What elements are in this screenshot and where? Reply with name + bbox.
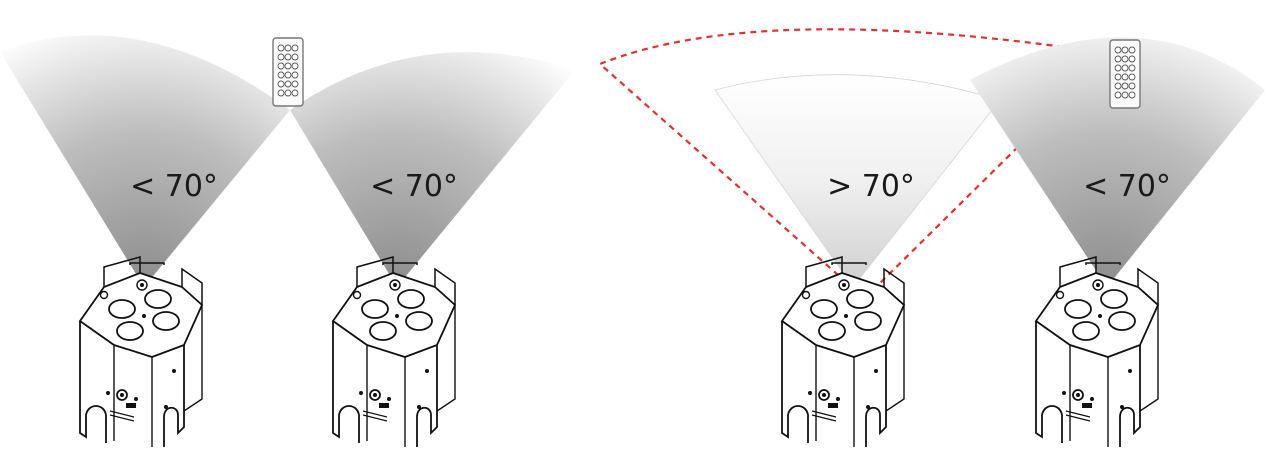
- angle-label-3: > 70°: [827, 169, 915, 204]
- panel-4: < 70°: [970, 37, 1265, 448]
- panel-2: < 70°: [290, 52, 575, 448]
- ir-reception-cone: [970, 37, 1265, 287]
- par-light-fixture-icon: [1035, 256, 1159, 448]
- ir-reception-cone: [714, 74, 1001, 288]
- out-of-range-boundary: [597, 28, 1115, 293]
- panel-1: < 70°: [0, 35, 290, 448]
- angle-label-4: < 70°: [1083, 169, 1171, 204]
- panel-3: > 70°: [597, 28, 1115, 448]
- par-light-fixture-icon: [332, 256, 456, 448]
- remote-control-icon: [1109, 39, 1141, 109]
- par-light-fixture-icon: [781, 256, 905, 448]
- remote-control-icon: [272, 37, 304, 107]
- angle-label-2: < 70°: [370, 169, 458, 204]
- ir-reception-cone: [290, 52, 575, 288]
- angle-label-1: < 70°: [130, 169, 218, 204]
- par-light-fixture-icon: [79, 256, 203, 448]
- ir-reception-cone: [0, 35, 290, 287]
